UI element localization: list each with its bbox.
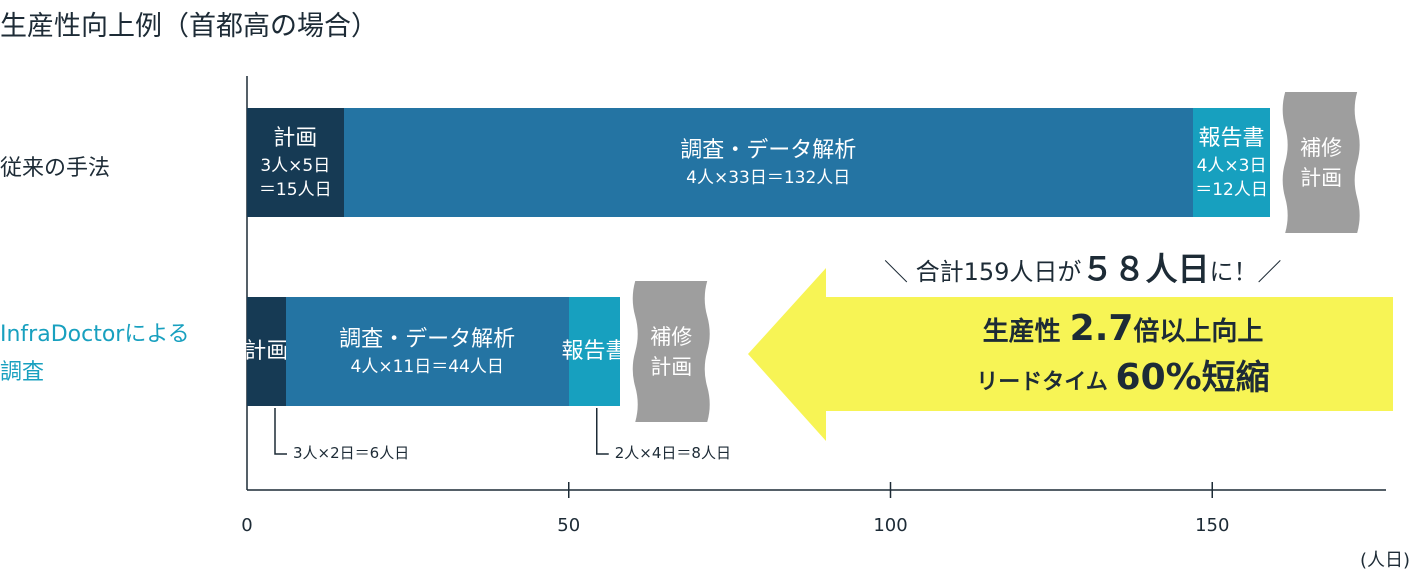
x-axis-unit: (人日)	[1359, 550, 1410, 571]
hosyu-line: 補修	[650, 324, 693, 349]
bar-segment-plan: 計画	[244, 297, 289, 406]
segment-label: 報告書	[1198, 125, 1265, 151]
hosyu-box-shape	[1282, 92, 1360, 233]
hosyu-box-label: 補修計画	[635, 297, 707, 406]
segment-label: 計画	[273, 125, 318, 151]
segment-value: 4人×11日＝44人日	[350, 356, 504, 377]
bar-segment-survey: 調査・データ解析 4人×11日＝44人日	[285, 297, 569, 406]
total-reduction-text: ＼ 合計159人日が５８人日に！／	[884, 250, 1282, 288]
bar-segment-survey: 調査・データ解析 4人×33日＝132人日	[343, 108, 1193, 217]
segment-value: 3人×5日	[260, 155, 331, 176]
hosyu-line: 計画	[1300, 165, 1343, 190]
hosyu-box-label: 補修計画	[1285, 108, 1357, 217]
segment-value: 4人×33日＝132人日	[686, 167, 851, 188]
bar-segment-report: 報告書	[561, 297, 628, 406]
callout-line	[274, 408, 287, 455]
hosyu-box-shape	[632, 281, 710, 422]
row-label-infradoctor: InfraDoctorによる 調査	[0, 322, 190, 385]
improvement-text: 生産性 2.7倍以上向上 リードタイム 60%短縮	[900, 306, 1346, 406]
x-tick-label: 50	[557, 515, 581, 536]
x-tick-label: 150	[1195, 515, 1230, 536]
segment-value: ＝15人日	[258, 179, 332, 200]
chart-title: 生産性向上例（首都高の場合）	[0, 11, 378, 42]
x-tick-label: 100	[873, 515, 908, 536]
segment-callout: 3人×2日＝6人日	[293, 444, 410, 462]
segment-label: 調査・データ解析	[339, 326, 516, 352]
segment-value: ＝12人日	[1195, 179, 1268, 200]
segment-label: 報告書	[561, 338, 628, 364]
segment-label: 調査・データ解析	[680, 137, 857, 163]
bar-segment-plan: 計画 3人×5日 ＝15人日	[247, 108, 344, 217]
segment-label: 計画	[244, 338, 289, 364]
bar-segment-report: 報告書 4人×3日 ＝12人日	[1192, 108, 1271, 217]
segment-callout: 2人×4日＝8人日	[614, 444, 731, 462]
hosyu-line: 計画	[650, 354, 693, 379]
hosyu-line: 補修	[1300, 135, 1343, 160]
x-tick-label: 0	[241, 515, 253, 536]
row-label-conventional: 従来の手法	[0, 156, 111, 181]
leadtime-line: リードタイム 60%短縮	[976, 357, 1270, 398]
productivity-line: 生産性 2.7倍以上向上	[982, 308, 1264, 349]
callout-line	[596, 408, 609, 455]
improvement-arrow	[748, 268, 1393, 441]
segment-value: 4人×3日	[1196, 155, 1267, 176]
